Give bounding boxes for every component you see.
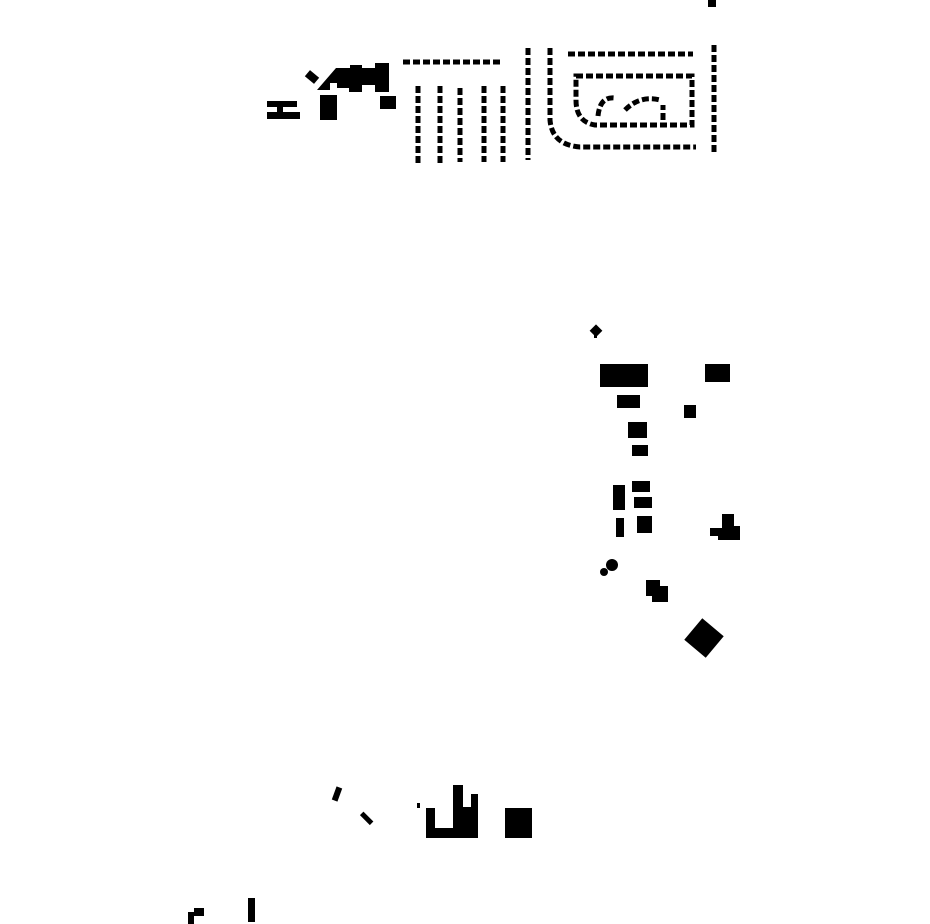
building [632, 445, 648, 456]
building [646, 580, 668, 602]
building [606, 559, 618, 571]
building [594, 330, 597, 338]
building [708, 0, 716, 7]
building-complex [317, 63, 389, 92]
building [634, 497, 652, 508]
house-row [547, 48, 696, 150]
building [684, 405, 696, 418]
building [616, 518, 624, 537]
building [617, 395, 640, 408]
building [600, 568, 608, 576]
building [613, 485, 625, 510]
building [710, 514, 740, 540]
building [248, 898, 255, 922]
building [331, 786, 343, 802]
building [304, 70, 320, 84]
building-h-shaped [267, 101, 300, 119]
building [359, 811, 374, 826]
house-row [573, 73, 695, 128]
building [505, 808, 532, 838]
building [380, 96, 396, 109]
house-row [595, 95, 666, 120]
building [600, 364, 648, 387]
north-cluster [267, 0, 717, 165]
central-cluster [589, 324, 740, 658]
building [684, 618, 724, 658]
building [417, 803, 420, 808]
building [628, 422, 647, 438]
building [188, 908, 204, 924]
building [632, 481, 650, 492]
south-cluster [188, 785, 532, 924]
building [320, 95, 337, 120]
building [705, 364, 730, 382]
building [637, 516, 652, 533]
building-complex [426, 785, 478, 838]
